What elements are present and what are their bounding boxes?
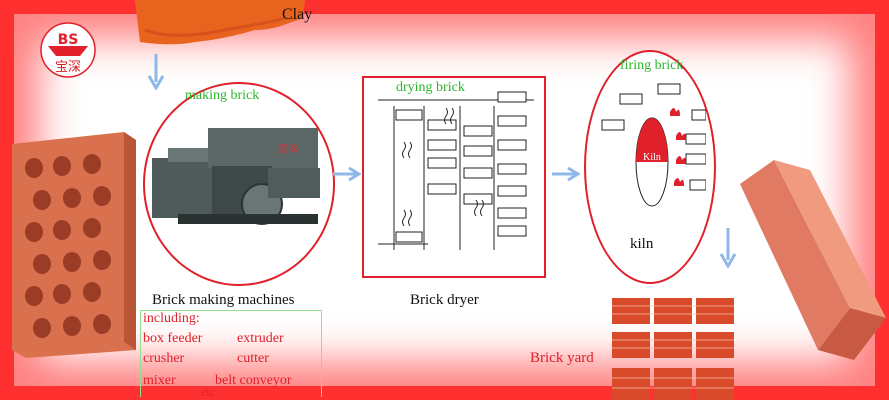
- list-item: extruder: [237, 331, 284, 346]
- list-item: belt conveyor: [215, 373, 292, 388]
- right-arrow-icon: [552, 166, 580, 182]
- brick-yard-label: Brick yard: [530, 350, 594, 366]
- including-label: including:: [143, 311, 200, 326]
- list-item: crusher: [143, 351, 185, 366]
- down-arrow-icon: [719, 228, 737, 268]
- down-arrow-icon: [147, 54, 165, 90]
- clay-pile-image: [135, 0, 305, 45]
- brick-yard-image: [612, 298, 734, 400]
- list-item: box feeder: [143, 331, 203, 346]
- svg-text:宝深: 宝深: [278, 142, 298, 155]
- list-item: mixer: [143, 373, 176, 388]
- firing-brick-title: firing brick: [620, 58, 684, 73]
- hollow-brick-image: [12, 132, 136, 358]
- etc-label: etc.: [201, 385, 218, 399]
- clay-label: Clay: [282, 6, 313, 23]
- right-arrow-icon: [333, 166, 361, 182]
- drying-brick-title: drying brick: [396, 80, 465, 95]
- company-logo: BS: [40, 22, 96, 78]
- logo-badge: BS: [58, 32, 79, 48]
- machines-list-box: including: box feeder extruder crusher c…: [140, 310, 322, 399]
- kiln-diagram: Kiln: [601, 83, 706, 207]
- kiln-inner-label: Kiln: [643, 152, 661, 163]
- brick-machine-image: 宝深: [152, 128, 320, 225]
- dryer-diagram: [378, 91, 534, 250]
- making-caption: Brick making machines: [152, 292, 295, 308]
- making-brick-title: making brick: [185, 88, 260, 103]
- dryer-caption: Brick dryer: [410, 292, 479, 308]
- solid-brick-image: [740, 160, 886, 360]
- logo-text: 宝深: [55, 60, 82, 75]
- kiln-caption: kiln: [630, 236, 654, 252]
- list-item: cutter: [237, 351, 269, 366]
